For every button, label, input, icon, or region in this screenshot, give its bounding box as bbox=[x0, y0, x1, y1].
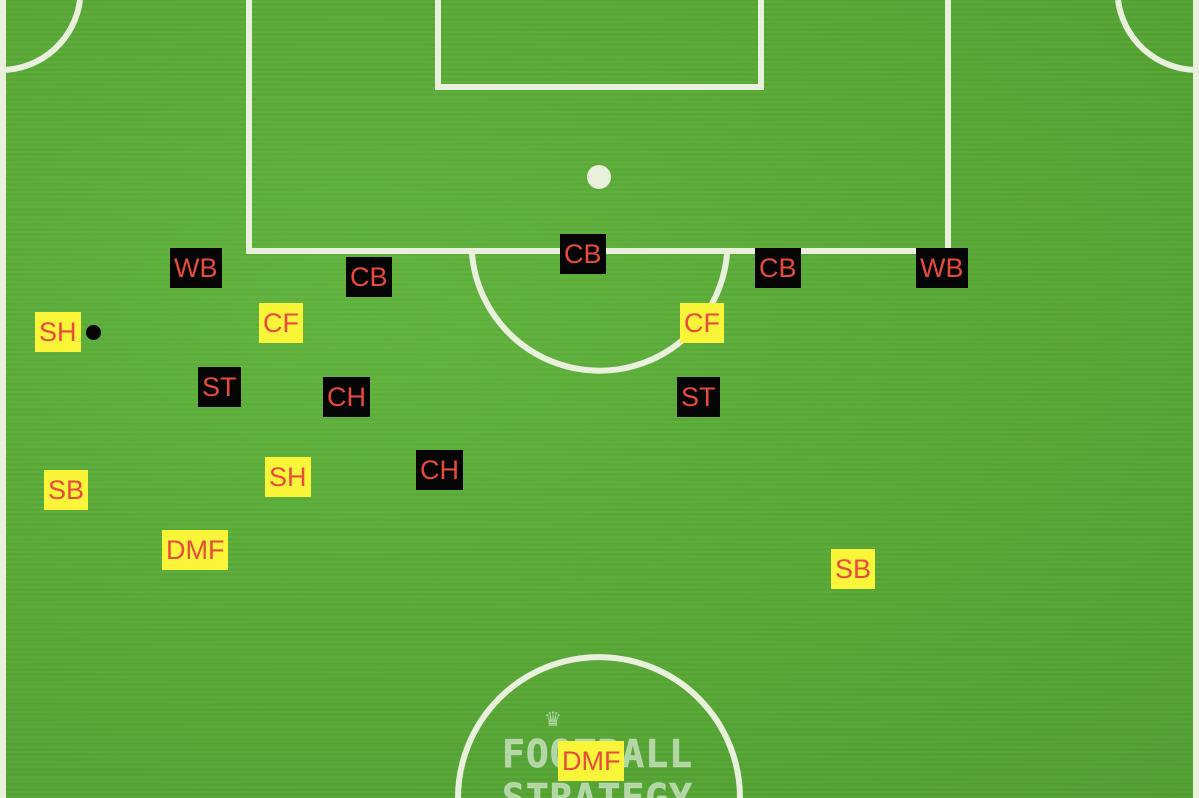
goal-area bbox=[435, 0, 764, 90]
dark-player-marker[interactable]: WB bbox=[916, 248, 968, 288]
corner-arc-left bbox=[2, 0, 83, 73]
light-player-marker[interactable]: CF bbox=[259, 303, 303, 343]
dark-player-marker[interactable]: ST bbox=[677, 377, 720, 417]
centre-circle bbox=[455, 654, 743, 798]
corner-arc-right bbox=[1115, 0, 1197, 73]
penalty-area bbox=[246, 0, 951, 254]
dark-player-marker[interactable]: ST bbox=[198, 367, 241, 407]
light-player-marker[interactable]: DMF bbox=[558, 741, 625, 781]
dark-player-marker[interactable]: CB bbox=[560, 234, 606, 274]
light-player-marker[interactable]: SH bbox=[265, 457, 311, 497]
dark-player-marker[interactable]: CB bbox=[346, 257, 392, 297]
light-player-marker[interactable]: SB bbox=[44, 470, 89, 510]
ball[interactable] bbox=[86, 325, 101, 340]
light-player-marker[interactable]: DMF bbox=[162, 530, 229, 570]
light-player-marker[interactable]: SB bbox=[831, 549, 876, 589]
dark-player-marker[interactable]: CH bbox=[323, 377, 370, 417]
penalty-spot bbox=[587, 165, 611, 189]
light-player-marker[interactable]: SH bbox=[35, 312, 81, 352]
dark-player-marker[interactable]: CB bbox=[755, 248, 801, 288]
light-player-marker[interactable]: CF bbox=[680, 303, 724, 343]
dark-player-marker[interactable]: WB bbox=[170, 248, 222, 288]
dark-player-marker[interactable]: CH bbox=[416, 450, 463, 490]
